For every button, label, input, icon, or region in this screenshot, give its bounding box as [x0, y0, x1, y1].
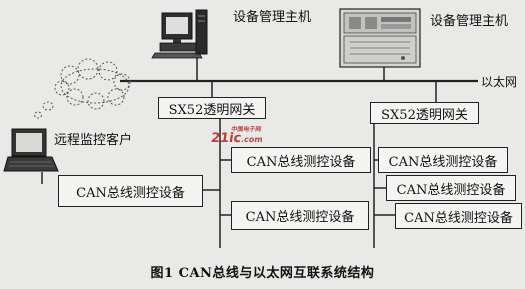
right-device-1-box: CAN总线测控设备 — [378, 147, 508, 173]
laptop-icon — [3, 128, 59, 172]
cloud-trail-icon — [34, 101, 54, 119]
left-main-device-box: CAN总线测控设备 — [58, 175, 203, 207]
ethernet-label: 以太网 — [481, 75, 518, 89]
right-device-2-box: CAN总线测控设备 — [386, 175, 516, 201]
left-host-label: 设备管理主机 — [233, 10, 312, 25]
watermark-brand: 21ic — [209, 131, 243, 146]
right-device-3-box: CAN总线测控设备 — [395, 203, 522, 229]
right-gateway-box: SX52透明网关 — [370, 102, 479, 124]
watermark-suffix: .com — [240, 135, 264, 144]
cloud-icon — [54, 58, 131, 110]
watermark-cn: 中国电子网 — [230, 126, 262, 133]
watermark-logo: 21ic.com 中国电子网 — [209, 126, 264, 146]
right-host-label: 设备管理主机 — [430, 14, 509, 29]
left-gateway-box: SX52透明网关 — [158, 97, 266, 119]
remote-client-label: 远程监控客户 — [54, 133, 133, 148]
figure-caption: 图1 CAN总线与以太网互联系统结构 — [150, 266, 375, 281]
center-top-device-box: CAN总线测控设备 — [231, 147, 371, 173]
right-host-cabinet-icon — [339, 8, 421, 68]
center-bottom-device-box: CAN总线测控设备 — [231, 201, 369, 230]
left-host-computer-icon — [151, 9, 208, 59]
